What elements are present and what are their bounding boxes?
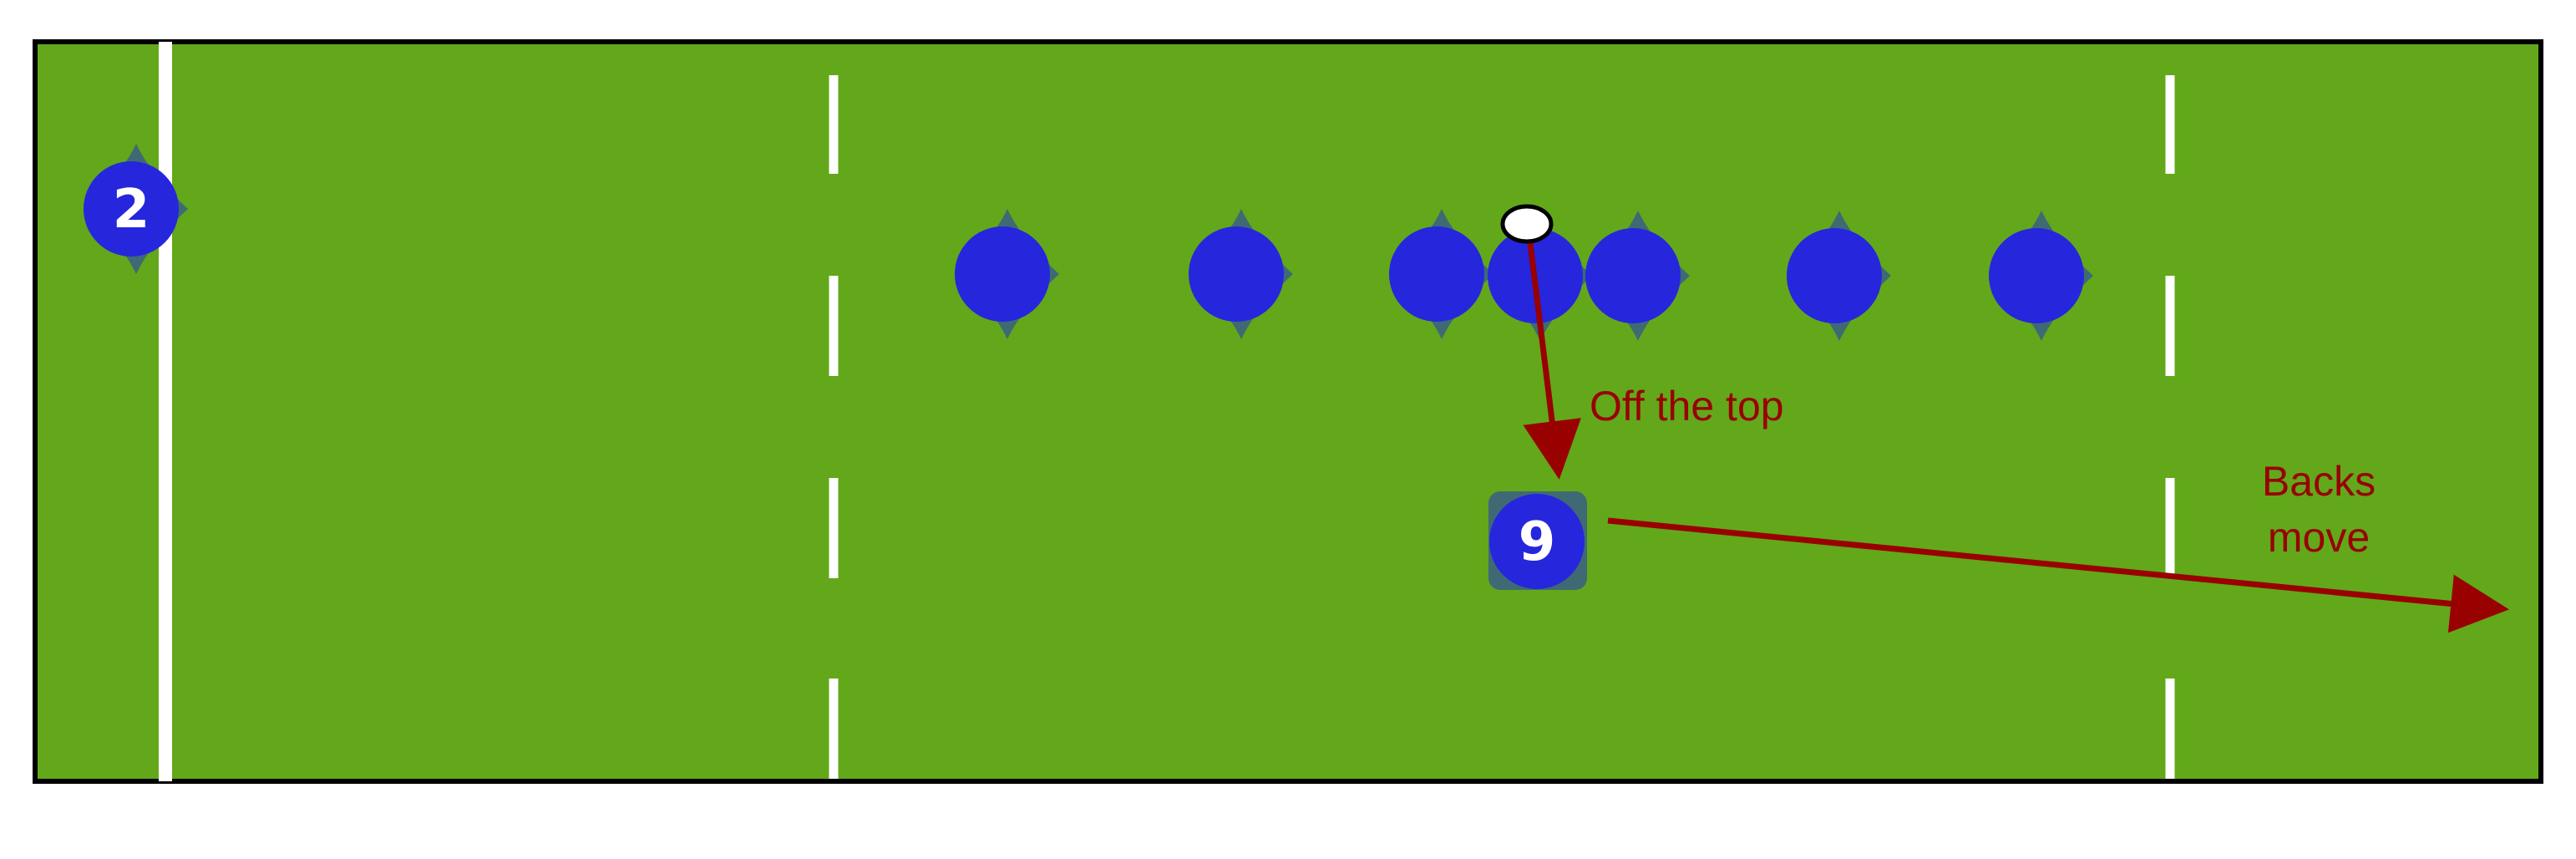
forward-player bbox=[955, 209, 1059, 339]
pitch bbox=[33, 39, 2543, 784]
player-circle bbox=[1585, 228, 1681, 323]
player-circle bbox=[1189, 226, 1284, 322]
players-layer: 29 bbox=[84, 144, 2093, 590]
player-circle bbox=[84, 161, 179, 257]
throw-arrow bbox=[1523, 229, 1581, 480]
forward-player bbox=[1989, 211, 2093, 341]
player-circle bbox=[1489, 494, 1585, 589]
player-2: 2 bbox=[84, 144, 188, 274]
player-number: 9 bbox=[1519, 511, 1556, 573]
forward-player bbox=[1585, 211, 1690, 341]
player-number: 2 bbox=[113, 179, 150, 241]
player-circle bbox=[1989, 228, 2084, 323]
player-circle bbox=[955, 226, 1050, 322]
player-circle bbox=[1787, 228, 1882, 323]
forward-player bbox=[1787, 211, 1891, 341]
backs-move-label-line1: Backs bbox=[2262, 458, 2376, 505]
off-the-top-label: Off the top bbox=[1590, 383, 1784, 430]
backs-move-label-line2: move bbox=[2268, 514, 2370, 561]
forward-player bbox=[1189, 209, 1293, 339]
backs-move-arrow bbox=[1607, 517, 2509, 633]
player-9: 9 bbox=[1488, 491, 1587, 590]
forward-player bbox=[1389, 209, 1493, 339]
rugby-ball-icon bbox=[1500, 204, 1554, 244]
player-circle bbox=[1389, 226, 1484, 322]
